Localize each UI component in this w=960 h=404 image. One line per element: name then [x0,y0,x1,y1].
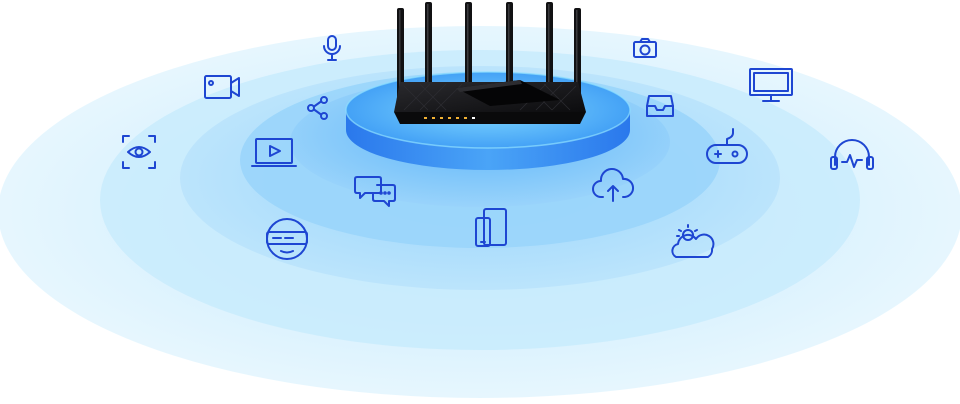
microphone-icon [323,35,341,61]
weather-cloud-icon [671,224,715,258]
eye-scan-icon [122,135,156,169]
monitor-icon [749,68,793,102]
cloud-upload-icon [592,167,634,202]
camera-icon [633,38,657,58]
router [394,2,586,124]
video-camera-icon [204,75,240,99]
router-leds [424,117,467,119]
mobile-devices-icon [475,208,507,247]
headphones-icon [830,139,874,170]
video-player-icon [251,138,297,167]
inbox-icon [646,95,674,117]
share-icon [307,96,328,120]
chat-bubbles-icon [354,176,396,207]
gamepad-icon [706,128,748,164]
vr-headset-icon [266,218,308,260]
